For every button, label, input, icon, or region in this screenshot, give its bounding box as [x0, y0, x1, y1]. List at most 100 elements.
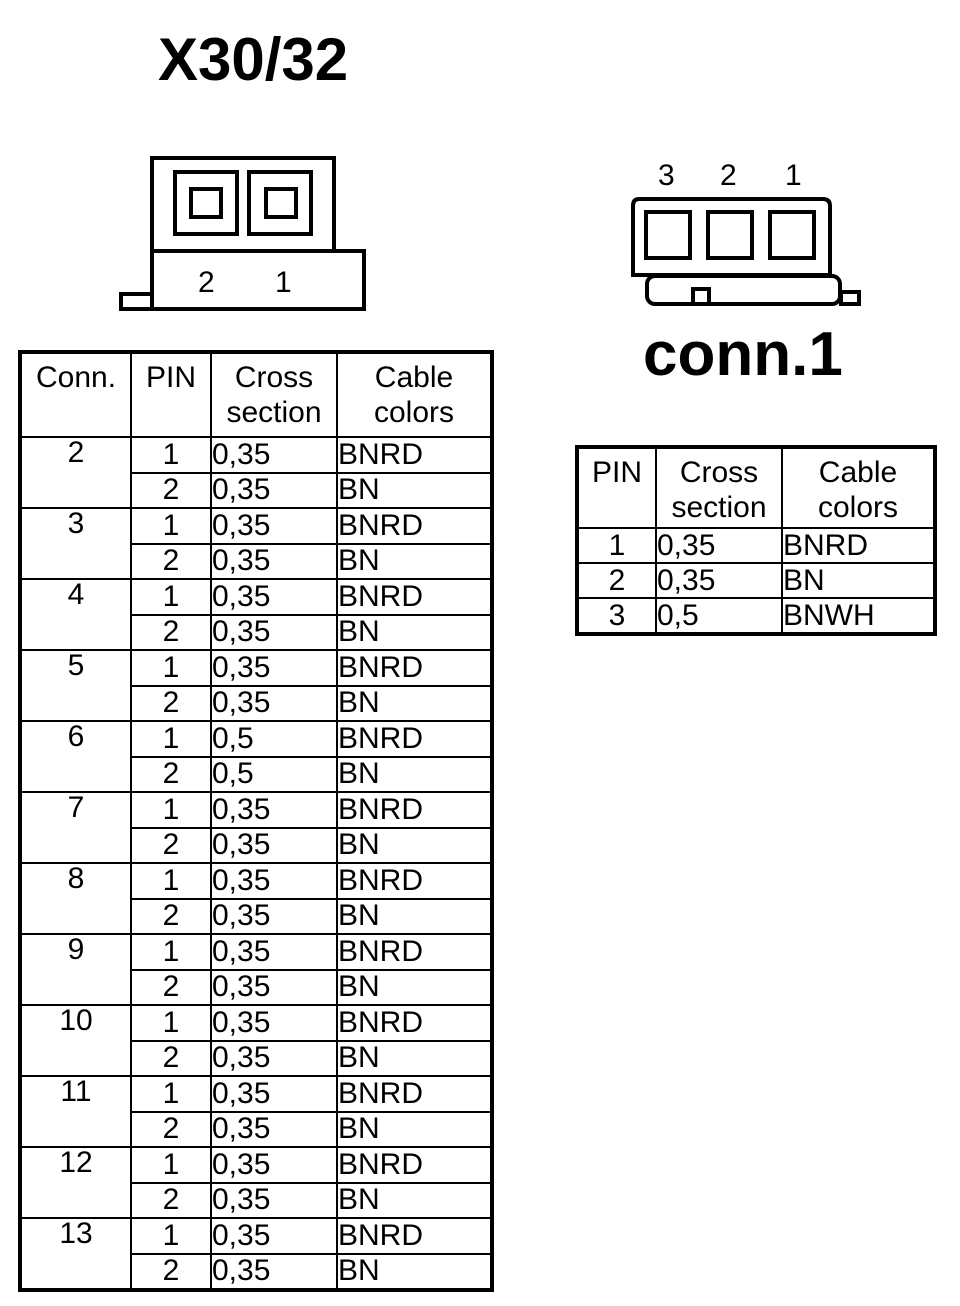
cross-section-cell: 0,35	[210, 578, 338, 616]
x30-pin-label-1: 1	[275, 266, 292, 299]
cross-section-cell: 0,35	[655, 562, 783, 599]
cross-section-cell: 0,35	[210, 507, 338, 545]
cable-color-cell: BN	[336, 1181, 493, 1219]
cross-section-cell: 0,35	[210, 471, 338, 509]
conn-number-cell: 12	[19, 1146, 132, 1219]
cable-color-cell: BNRD	[336, 933, 493, 971]
cable-color-cell: BN	[336, 826, 493, 864]
header-pin: PIN	[576, 446, 657, 529]
cable-color-cell: BNRD	[336, 720, 493, 758]
cable-color-cell: BN	[336, 684, 493, 722]
conn1-pin-cell-3	[644, 210, 692, 260]
pin-cell: 1	[130, 933, 212, 971]
cable-color-cell: BN	[781, 562, 936, 599]
pin-cell: 2	[576, 562, 657, 599]
cable-color-cell: BNRD	[336, 1004, 493, 1042]
cross-section-cell: 0,35	[210, 542, 338, 580]
cable-color-cell: BN	[336, 542, 493, 580]
pin-cell: 1	[130, 862, 212, 900]
conn1-key	[691, 287, 711, 306]
conn-number-cell: 9	[19, 933, 132, 1006]
x30-pin-cell-1	[247, 170, 313, 236]
cable-color-cell: BNRD	[336, 507, 493, 545]
pin-cell: 1	[130, 791, 212, 829]
pin-cell: 1	[576, 527, 657, 564]
cable-color-cell: BNRD	[336, 1075, 493, 1113]
conn1-pin-cell-1	[768, 210, 816, 260]
x30-pin-socket-1	[264, 187, 298, 219]
cross-section-cell: 0,35	[210, 1004, 338, 1042]
cable-color-cell: BN	[336, 1039, 493, 1077]
cross-section-cell: 0,35	[655, 527, 783, 564]
conn-number-cell: 3	[19, 507, 132, 580]
cross-section-cell: 0,35	[210, 862, 338, 900]
x30-base	[150, 249, 366, 311]
cable-color-cell: BN	[336, 755, 493, 793]
pin-cell: 2	[130, 826, 212, 864]
conn1-connector-diagram: 3 2 1	[631, 159, 861, 306]
cable-color-cell: BNRD	[336, 1217, 493, 1255]
pin-cell: 1	[130, 1217, 212, 1255]
conn-number-cell: 11	[19, 1075, 132, 1148]
pin-cell: 2	[130, 897, 212, 935]
cable-color-cell: BN	[336, 968, 493, 1006]
cable-color-cell: BN	[336, 1110, 493, 1148]
cross-section-cell: 0,5	[210, 755, 338, 793]
cross-section-cell: 0,35	[210, 684, 338, 722]
conn1-latch-bar	[645, 274, 842, 306]
pin-cell: 2	[130, 1039, 212, 1077]
conn1-pin-label-2: 2	[720, 159, 737, 192]
pin-cell: 1	[130, 720, 212, 758]
cable-color-cell: BN	[336, 613, 493, 651]
cross-section-cell: 0,35	[210, 1110, 338, 1148]
x30-latch	[119, 292, 154, 311]
cross-section-cell: 0,35	[210, 1146, 338, 1184]
pin-cell: 1	[130, 1004, 212, 1042]
pin-cell: 1	[130, 507, 212, 545]
pin-cell: 1	[130, 649, 212, 687]
header-pin: PIN	[130, 351, 212, 438]
pin-cell: 2	[130, 1181, 212, 1219]
pin-cell: 1	[130, 436, 212, 474]
conn-number-cell: 7	[19, 791, 132, 864]
cross-section-cell: 0,35	[210, 826, 338, 864]
cross-section-cell: 0,35	[210, 1075, 338, 1113]
pin-cell: 1	[130, 1146, 212, 1184]
conn-number-cell: 5	[19, 649, 132, 722]
x30-pin-label-2: 2	[198, 266, 215, 299]
cable-color-cell: BNRD	[336, 578, 493, 616]
cable-color-cell: BN	[336, 471, 493, 509]
cable-color-cell: BNRD	[336, 649, 493, 687]
x30-pin-cell-2	[173, 170, 239, 236]
cross-section-cell: 0,35	[210, 1039, 338, 1077]
pin-cell: 2	[130, 471, 212, 509]
conn-number-cell: 10	[19, 1004, 132, 1077]
cross-section-cell: 0,35	[210, 436, 338, 474]
cross-section-cell: 0,35	[210, 968, 338, 1006]
cable-color-cell: BNRD	[336, 1146, 493, 1184]
conn1-pin-label-1: 1	[785, 159, 802, 192]
pin-cell: 2	[130, 1252, 212, 1291]
